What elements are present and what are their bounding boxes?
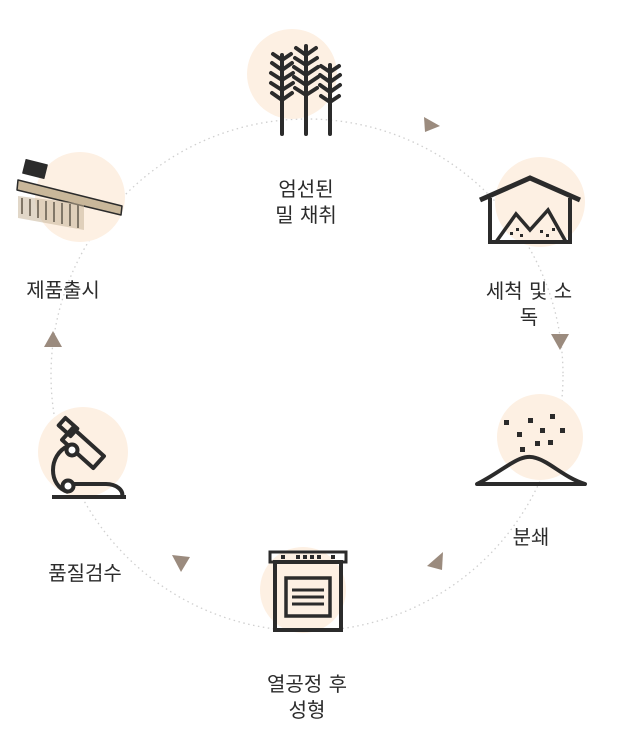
wheat-icon [269,44,342,136]
oven-icon [268,550,348,632]
step-label-grind: 분쇄 [512,525,550,549]
warehouse-icon [478,175,582,244]
arrow-wheat-to-wash [424,117,440,132]
step-label-wash: 세척 및 소독 [485,279,573,329]
microscope-icon [51,415,126,499]
step-label-inspect: 품질검수 [48,561,122,585]
powder-pile-icon [475,414,587,486]
cycle-svg [16,29,587,633]
step-label-release: 제품출시 [26,278,100,302]
toothbrush-icon [16,159,123,230]
arrow-grind-to-mold [427,552,443,570]
arrow-wash-to-grind [551,334,569,350]
warehouse-halo [495,157,585,247]
arrow-inspect-to-release [44,331,62,347]
powder-halo [497,394,583,480]
arrow-mold-to-inspect [172,555,190,572]
